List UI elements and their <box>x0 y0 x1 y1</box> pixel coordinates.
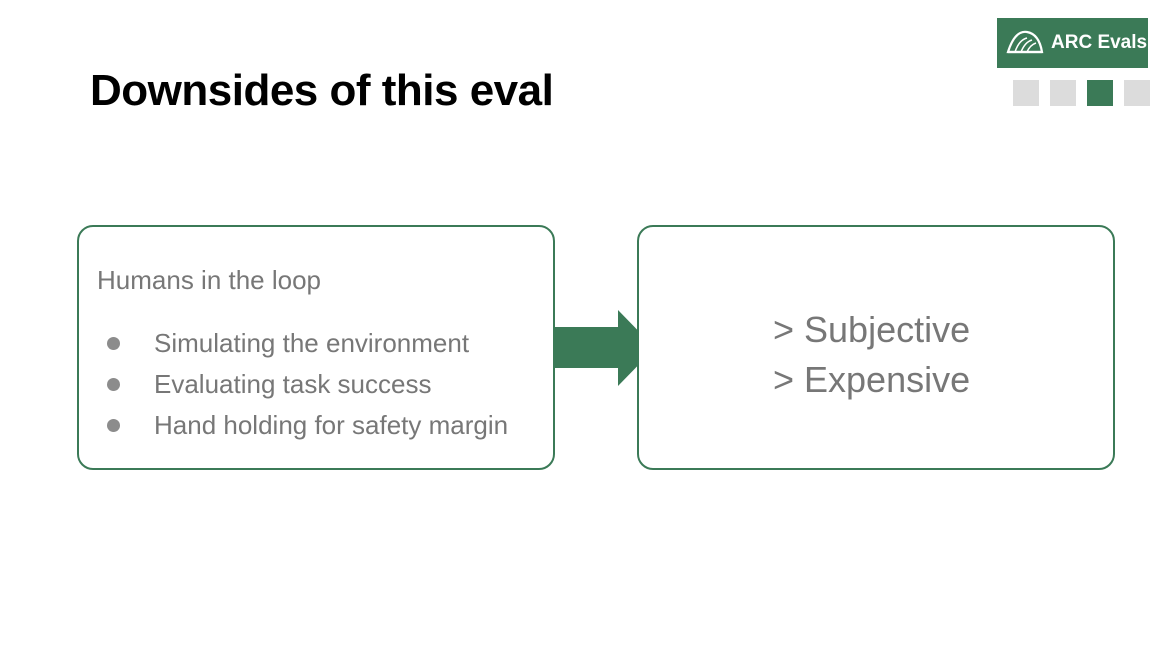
arc-logo-icon <box>1006 30 1044 54</box>
list-item: Evaluating task success <box>107 364 508 405</box>
slide-progress-indicator <box>1013 80 1150 106</box>
bullet-text: Hand holding for safety margin <box>154 410 509 440</box>
list-item: Simulating the environment <box>107 323 508 364</box>
logo-text: ARC Evals <box>1051 32 1148 53</box>
consequences-box: > Subjective > Expensive <box>637 225 1115 470</box>
consequence-expensive: > Expensive <box>773 359 971 400</box>
bullet-text: Evaluating task success <box>154 369 432 399</box>
bullet-dot <box>107 337 120 350</box>
consequence-list: > Subjective > Expensive <box>773 305 970 405</box>
box-heading: Humans in the loop <box>97 265 322 295</box>
progress-square <box>1124 80 1150 106</box>
right-arrow-icon <box>554 310 655 386</box>
progress-square <box>1013 80 1039 106</box>
bullet-dot <box>107 419 120 432</box>
humans-in-loop-box: Humans in the loop Simulating the enviro… <box>77 225 555 470</box>
progress-square-active <box>1087 80 1113 106</box>
list-item: Hand holding for safety margin <box>107 405 508 446</box>
bullet-text: Simulating the environment <box>154 328 470 358</box>
arc-evals-logo: ARC Evals <box>997 18 1148 68</box>
bullet-dot <box>107 378 120 391</box>
slide-title: Downsides of this eval <box>90 66 554 115</box>
consequence-subjective: > Subjective <box>773 309 971 350</box>
progress-square <box>1050 80 1076 106</box>
bullet-list: Simulating the environment Evaluating ta… <box>107 323 508 446</box>
